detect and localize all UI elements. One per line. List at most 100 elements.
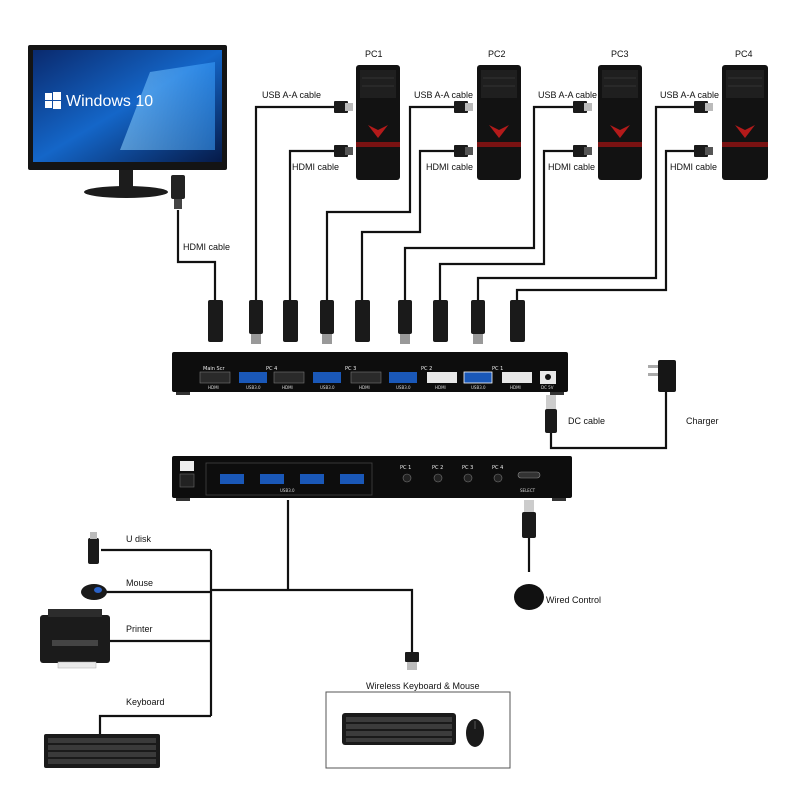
pc1-hdmi-port bbox=[502, 372, 532, 383]
u-disk-label: U disk bbox=[126, 534, 152, 544]
main-hdmi-port bbox=[199, 371, 231, 384]
port-label: USB3.0 bbox=[471, 385, 486, 390]
charger-label: Charger bbox=[686, 416, 719, 426]
pc2-hdmi-cable bbox=[360, 149, 456, 300]
pc1-label: PC1 bbox=[365, 49, 383, 59]
port-label: USB3.0 bbox=[246, 385, 261, 390]
pc3-hdmi-port bbox=[350, 371, 382, 384]
pc3-usb-cable-label: USB A-A cable bbox=[538, 90, 597, 100]
keyboard-icon bbox=[44, 734, 160, 768]
pc1-usb-port bbox=[463, 371, 493, 384]
pc3-hdmi-cable bbox=[438, 149, 575, 300]
group-label-pc2: PC 2 bbox=[421, 366, 432, 372]
wireless-mouse-icon bbox=[466, 719, 484, 747]
port-label: HDMI bbox=[510, 385, 521, 390]
pc1-select-button bbox=[402, 473, 412, 483]
front-usb-port-1 bbox=[220, 474, 244, 484]
monitor-cable-label: HDMI cable bbox=[183, 242, 230, 252]
wireless-receiver-cable bbox=[211, 588, 414, 652]
kvm-input-plugs bbox=[208, 300, 525, 344]
wired-control-label: Wired Control bbox=[546, 595, 601, 605]
front-usb-port-2 bbox=[260, 474, 284, 484]
wireless-receiver-icon bbox=[405, 652, 419, 662]
pc-tower-4 bbox=[722, 65, 768, 180]
pc-tower-3 bbox=[598, 65, 642, 180]
pc3-hdmi-cable-label: HDMI cable bbox=[548, 162, 595, 172]
pc2-usb-cable-label: USB A-A cable bbox=[414, 90, 473, 100]
port-label: DC 5V bbox=[541, 385, 554, 390]
wired-control-button bbox=[514, 584, 544, 610]
u-disk-icon bbox=[88, 538, 99, 564]
pc1-usb-cable-label: USB A-A cable bbox=[262, 90, 321, 100]
pc4-hdmi-cable-label: HDMI cable bbox=[670, 162, 717, 172]
front-pc1-label: PC 1 bbox=[400, 465, 411, 471]
pc2-usb-cable bbox=[325, 105, 456, 300]
pc2-select-button bbox=[433, 473, 443, 483]
pc4-hdmi-cable bbox=[515, 149, 696, 300]
dc-power-cable bbox=[549, 392, 668, 450]
pc-labels: PC1 PC2 PC3 PC4 USB A-A cable HDMI cable… bbox=[183, 49, 753, 252]
port-label: USB3.0 bbox=[396, 385, 411, 390]
cables bbox=[98, 105, 696, 735]
windows-logo-icon bbox=[45, 92, 61, 109]
wireless-keyboard-icon bbox=[342, 713, 456, 745]
port-label: HDMI bbox=[435, 385, 446, 390]
keyboard-label: Keyboard bbox=[126, 697, 165, 707]
group-label-pc1: PC 1 bbox=[492, 366, 503, 372]
keyboard-cable bbox=[98, 714, 211, 735]
pc4-usb-port bbox=[239, 372, 267, 383]
pc-towers bbox=[356, 65, 768, 180]
printer-icon bbox=[40, 609, 110, 669]
pc2-label: PC2 bbox=[488, 49, 506, 59]
dc-cable-label: DC cable bbox=[568, 416, 605, 426]
kvm-front-panel: USB3.0 PC 1 PC 2 PC 3 PC 4 SELECT bbox=[172, 456, 572, 501]
pc-tower-2 bbox=[477, 65, 521, 180]
monitor-stand bbox=[84, 186, 168, 198]
mouse-label: Mouse bbox=[126, 578, 153, 588]
pc-side-plugs bbox=[334, 101, 713, 157]
front-usb-port-4 bbox=[340, 474, 364, 484]
charger-icon bbox=[658, 360, 676, 392]
pc-logo-icon bbox=[735, 125, 755, 138]
port-label: HDMI bbox=[208, 385, 219, 390]
front-pc2-label: PC 2 bbox=[432, 465, 443, 471]
front-usb-port-3 bbox=[300, 474, 324, 484]
dc-plug bbox=[545, 409, 557, 433]
wired-control: Wired Control bbox=[514, 500, 601, 610]
port-label: HDMI bbox=[359, 385, 370, 390]
monitor: Windows 10 bbox=[28, 45, 227, 209]
group-label-pc3: PC 3 bbox=[345, 366, 356, 372]
printer-label: Printer bbox=[126, 624, 153, 634]
front-pc3-label: PC 3 bbox=[462, 465, 473, 471]
kvm-back-panel: Main Scr PC 4 PC 3 PC 2 PC 1 HDMI USB3.0… bbox=[172, 352, 568, 395]
port-label: HDMI bbox=[282, 385, 293, 390]
peripherals: U disk Mouse Printer Keyboard Wireless bbox=[40, 532, 511, 769]
windows-light-beam bbox=[120, 62, 215, 150]
group-label-main: Main Scr bbox=[203, 366, 225, 372]
monitor-hdmi-plug bbox=[171, 175, 185, 199]
front-pc4-label: PC 4 bbox=[492, 465, 503, 471]
pc4-select-button bbox=[493, 473, 503, 483]
pc1-hdmi-cable bbox=[288, 149, 336, 300]
pc3-select-button bbox=[463, 473, 473, 483]
pc-tower-1 bbox=[356, 65, 400, 180]
pc4-label: PC4 bbox=[735, 49, 753, 59]
front-usb-label: USB3.0 bbox=[280, 488, 295, 493]
wireless-label: Wireless Keyboard & Mouse bbox=[366, 681, 480, 691]
pc4-usb-cable bbox=[476, 105, 696, 300]
pc3-label: PC3 bbox=[611, 49, 629, 59]
pc-logo-icon bbox=[489, 125, 509, 138]
group-label-pc4: PC 4 bbox=[266, 366, 277, 372]
mouse-icon bbox=[81, 584, 107, 600]
power-hardware: DC cable Charger bbox=[545, 360, 719, 433]
pc2-usb-port bbox=[389, 372, 417, 383]
port-label: USB3.0 bbox=[320, 385, 335, 390]
power-switch bbox=[180, 461, 194, 471]
pc3-usb-port bbox=[313, 372, 341, 383]
pc1-usb-cable bbox=[254, 105, 336, 300]
select-port bbox=[517, 471, 541, 479]
usb-hub-group bbox=[205, 462, 373, 496]
select-label: SELECT bbox=[520, 488, 536, 493]
pc4-usb-cable-label: USB A-A cable bbox=[660, 90, 719, 100]
